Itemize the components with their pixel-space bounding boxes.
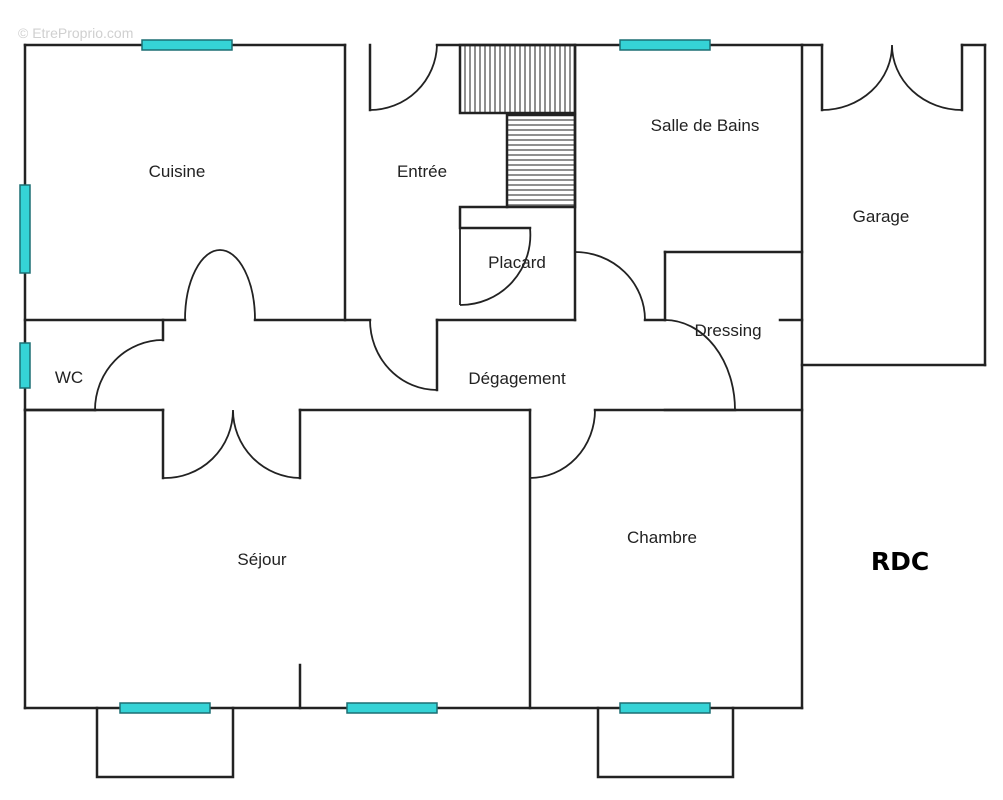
window-kitchen-side bbox=[19, 184, 31, 274]
window-bedroom bbox=[619, 702, 711, 714]
watermark-text: © EtreProprio.com bbox=[18, 25, 133, 41]
room-label-degagement: Dégagement bbox=[468, 369, 566, 388]
wc-door[interactable] bbox=[94, 339, 164, 411]
room-label-wc: WC bbox=[55, 368, 83, 387]
window-bathroom bbox=[619, 39, 711, 51]
closet-door[interactable] bbox=[459, 227, 532, 306]
window-living-2 bbox=[346, 702, 438, 714]
room-label-dressing: Dressing bbox=[694, 321, 761, 340]
staircase bbox=[464, 45, 575, 206]
garage-door[interactable] bbox=[821, 44, 963, 111]
room-label-salle-de-bains: Salle de Bains bbox=[651, 116, 760, 135]
room-label-sejour: Séjour bbox=[237, 550, 286, 569]
room-label-placard: Placard bbox=[488, 253, 546, 272]
room-labels: Cuisine Entrée Salle de Bains Garage Pla… bbox=[55, 116, 910, 569]
room-label-entree: Entrée bbox=[397, 162, 447, 181]
interior-walls bbox=[23, 43, 804, 710]
windows bbox=[19, 39, 711, 714]
window-wc bbox=[19, 342, 31, 389]
room-label-chambre: Chambre bbox=[627, 528, 697, 547]
room-label-garage: Garage bbox=[853, 207, 910, 226]
kitchen-door[interactable] bbox=[184, 249, 256, 321]
room-label-cuisine: Cuisine bbox=[149, 162, 206, 181]
doors bbox=[94, 44, 963, 479]
bathroom-door[interactable] bbox=[574, 251, 646, 321]
level-label: RDC bbox=[871, 547, 929, 576]
entry-door[interactable] bbox=[369, 44, 438, 111]
dressing-door[interactable] bbox=[664, 319, 736, 411]
bedroom-door[interactable] bbox=[529, 409, 596, 479]
hall-door[interactable] bbox=[369, 319, 438, 391]
window-living-1 bbox=[119, 702, 211, 714]
window-kitchen-top bbox=[141, 39, 233, 51]
living-room-door[interactable] bbox=[162, 409, 301, 479]
